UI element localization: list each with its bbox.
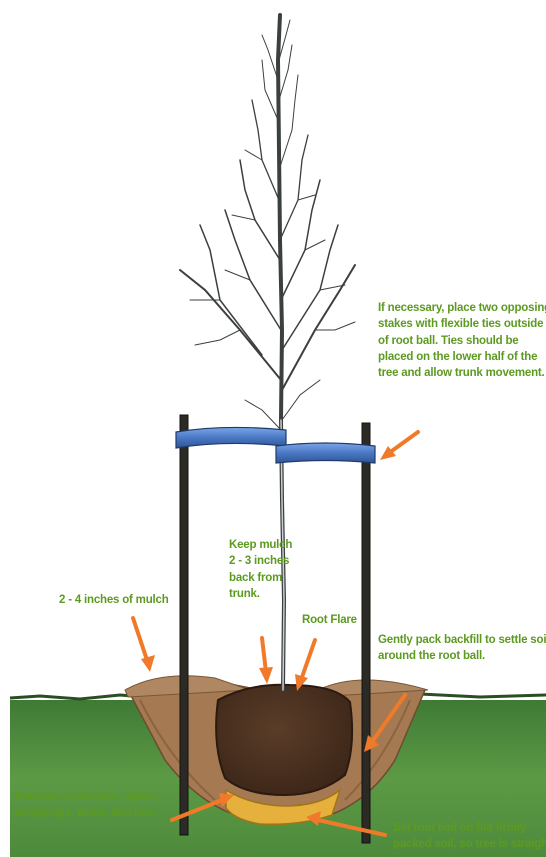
- label-remove-line: Remove containers, labels,: [15, 789, 158, 805]
- root-ball: [216, 685, 352, 795]
- arrow-stakes: [380, 432, 418, 460]
- arrow-mulch-depth: [133, 618, 155, 672]
- label-set-root: Set root ball on flat firmly packed soil…: [393, 820, 546, 853]
- label-mulch-back: Keep mulch 2 - 3 inches back from trunk.: [229, 537, 292, 602]
- label-root-flare-line: Root Flare: [302, 612, 357, 628]
- arrow-mulch-back: [259, 638, 273, 684]
- label-stakes-line: placed on the lower half of the: [378, 349, 546, 365]
- tie-left: [176, 427, 286, 448]
- label-stakes-line: tree and allow trunk movement.: [378, 365, 546, 381]
- label-stakes: If necessary, place two opposing stakes …: [378, 300, 546, 382]
- stake-left: [180, 415, 188, 835]
- label-remove-line: wrappings, wires, and ties.: [15, 805, 158, 821]
- label-mulch-back-line: back from: [229, 570, 292, 586]
- label-mulch-back-line: 2 - 3 inches: [229, 553, 292, 569]
- label-mulch-depth: 2 - 4 inches of mulch: [59, 592, 169, 608]
- label-stakes-line: of root ball. Ties should be: [378, 333, 546, 349]
- label-backfill-line: Gently pack backfill to settle soil: [378, 632, 546, 648]
- label-backfill-line: around the root ball.: [378, 648, 546, 664]
- label-stakes-line: stakes with flexible ties outside: [378, 316, 546, 332]
- stake-right: [362, 423, 370, 843]
- tie-right: [276, 443, 375, 463]
- label-backfill: Gently pack backfill to settle soil arou…: [378, 632, 546, 665]
- label-mulch-back-line: trunk.: [229, 586, 292, 602]
- label-root-flare: Root Flare: [302, 612, 357, 628]
- label-set-root-line: packed soil, so tree is straight: [393, 836, 546, 852]
- label-set-root-line: Set root ball on flat firmly: [393, 820, 546, 836]
- tree-ties: [176, 427, 375, 463]
- label-stakes-line: If necessary, place two opposing: [378, 300, 546, 316]
- arrow-root-flare: [295, 640, 315, 691]
- label-mulch-back-line: Keep mulch: [229, 537, 292, 553]
- label-remove: Remove containers, labels, wrappings, wi…: [15, 789, 158, 822]
- label-mulch-depth-line: 2 - 4 inches of mulch: [59, 592, 169, 608]
